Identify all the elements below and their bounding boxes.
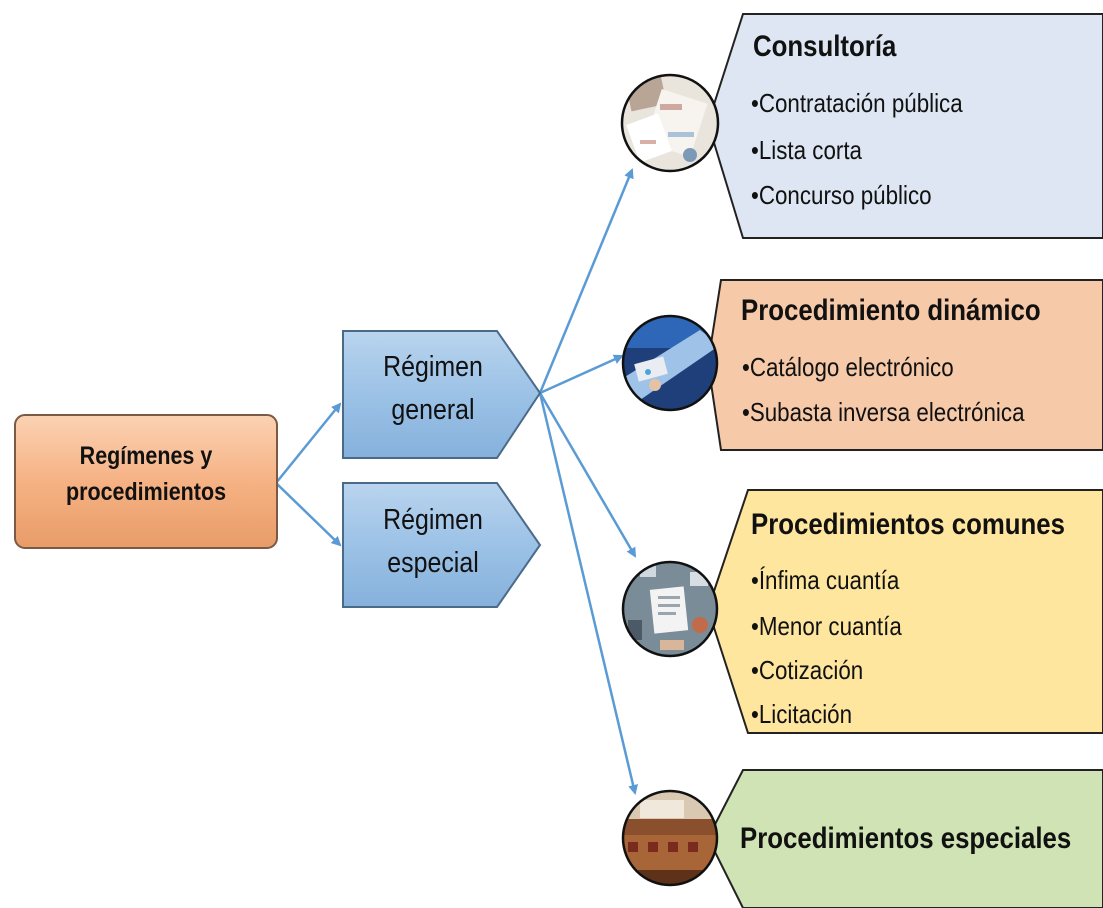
- card-comunes-title: Procedimientos comunes: [751, 508, 1065, 541]
- root-label: Regímenes y procedimientos: [33, 438, 258, 510]
- card-consultoria-title: Consultoría: [753, 30, 897, 63]
- connector-general-consultoria: [538, 168, 634, 394]
- root-node: [14, 414, 278, 549]
- regime-general-node: [342, 330, 542, 459]
- conference-room-photo: [621, 789, 719, 887]
- regime-general-line2: general: [391, 394, 475, 426]
- card-dinamico-item: •Subasta inversa electrónica: [742, 397, 1025, 427]
- card-especiales-title: Procedimientos especiales: [740, 822, 1072, 855]
- card-consultoria-item: •Lista corta: [751, 135, 862, 165]
- connector-root-especial: [275, 482, 342, 547]
- connector-root-general: [275, 402, 342, 484]
- connector-general-comunes: [538, 392, 637, 558]
- connectors: [275, 168, 639, 795]
- meeting-papers-photo: [620, 73, 720, 173]
- card-consultoria-item: •Contratación pública: [751, 88, 963, 118]
- card-dinamico: [706, 279, 1103, 451]
- desk-documents-photo: [621, 560, 719, 658]
- card-consultoria-item: •Concurso público: [751, 180, 932, 210]
- card-dinamico-item: •Catálogo electrónico: [742, 352, 954, 382]
- connector-general-dinamico: [539, 354, 624, 395]
- connector-general-especiales: [538, 392, 639, 795]
- card-comunes-item: •Ínfima cuantía: [751, 565, 900, 595]
- regime-especial-label: Régimen especial: [356, 499, 511, 585]
- regime-especial-line1: Régimen: [383, 504, 483, 536]
- card-consultoria: [706, 13, 1103, 239]
- card-comunes-item: •Licitación: [751, 699, 853, 729]
- regime-general-label: Régimen general: [356, 346, 511, 432]
- regime-general-line1: Régimen: [383, 351, 483, 383]
- card-especiales: [706, 769, 1103, 908]
- card-dinamico-title: Procedimiento dinámico: [741, 294, 1041, 327]
- root-label-line2: procedimientos: [65, 478, 227, 506]
- handshake-photo: [621, 314, 719, 412]
- regime-especial-line2: especial: [387, 547, 479, 579]
- root-label-line1: Regímenes y: [79, 442, 213, 470]
- card-comunes: [706, 489, 1103, 734]
- card-comunes-item: •Menor cuantía: [751, 611, 902, 641]
- card-comunes-item: •Cotización: [751, 655, 864, 685]
- regime-especial-node: [342, 482, 542, 608]
